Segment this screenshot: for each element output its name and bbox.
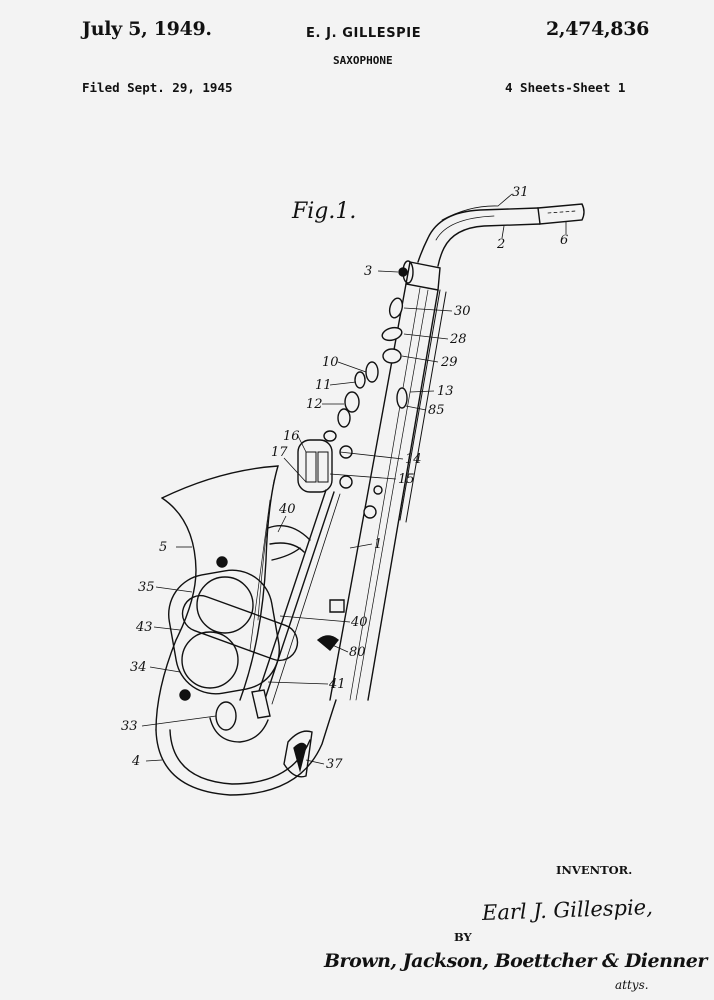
reference-numeral: 4 [131,754,140,769]
patent-date: July 5, 1949. [82,18,212,40]
reference-numeral: 40 [350,615,368,630]
reference-numeral: 3 [364,264,372,279]
saxophone-icon [155,203,585,796]
reference-numeral: 13 [437,384,454,399]
filed-date: Filed Sept. 29, 1945 [82,80,233,95]
reference-numeral: 16 [283,429,300,444]
reference-numeral: 12 [306,397,323,412]
figure-label: Fig.1. [291,199,356,224]
reference-numeral: 1 [374,537,382,552]
reference-numeral: 85 [428,403,445,418]
reference-numeral: 14 [405,452,422,467]
reference-numeral: 15 [398,472,415,487]
reference-numeral: 80 [349,645,366,660]
reference-numeral: 10 [322,355,339,370]
reference-numeral: 6 [560,233,568,248]
reference-numeral: 37 [326,757,343,772]
reference-numeral: 43 [135,620,153,635]
attorney-signature: Brown, Jackson, Boettcher & Dienner [324,950,707,972]
reference-numeral: 5 [159,540,167,555]
reference-numeral: 2 [496,237,505,252]
reference-numeral: 35 [138,580,155,595]
leader-lines [141,193,567,765]
sheet-count: 4 Sheets-Sheet 1 [505,80,626,95]
reference-numeral: 11 [315,378,332,393]
patent-title: SAXOPHONE [333,54,393,67]
inventor-label: INVENTOR. [556,863,633,877]
by-label: BY [454,930,472,944]
patent-number: 2,474,836 [546,18,650,40]
reference-numeral: 33 [121,719,138,734]
reference-numeral: 29 [440,355,458,370]
reference-numeral: 34 [130,660,147,675]
reference-numeral: 41 [328,677,346,692]
reference-numeral: 31 [512,185,529,200]
reference-numeral: 30 [454,304,471,319]
reference-numeral: 28 [449,332,467,347]
reference-numeral: 17 [271,445,288,460]
attorneys-abbrev: attys. [615,978,649,992]
reference-numeral: 40 [278,502,296,517]
inventor-name-header: E. J. GILLESPIE [306,26,422,41]
